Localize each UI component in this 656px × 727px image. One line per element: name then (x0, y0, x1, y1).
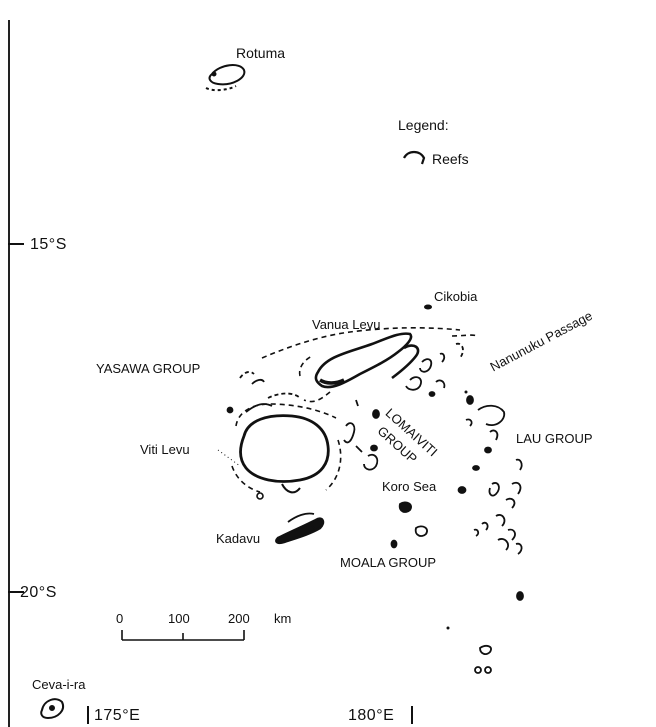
northern-lau-islands (406, 344, 463, 396)
scale-tick-200: 200 (228, 611, 250, 626)
islet (257, 493, 263, 499)
cikobia-label: Cikobia (434, 289, 478, 304)
scale-tick-0: 0 (116, 611, 124, 626)
moala-group-label: MOALA GROUP (340, 555, 437, 570)
vanua-levu-label: Vanua Levu (312, 317, 381, 332)
scale-unit: km (274, 611, 292, 626)
kadavu-island (276, 513, 323, 542)
lat-15-label: 15°S (30, 236, 67, 253)
yasawa-group-label: YASAWA GROUP (96, 361, 201, 376)
lau-group-label: LAU GROUP (516, 431, 593, 446)
legend-reefs-label: Reefs (432, 151, 469, 167)
map-left-border (8, 20, 10, 727)
vanua-levu-island (316, 334, 418, 387)
viti-levu-leader (218, 450, 240, 466)
yasawa-group-islands (228, 372, 301, 413)
ceva-i-ra-label: Ceva-i-ra (32, 677, 86, 692)
viti-levu-label: Viti Levu (140, 442, 190, 457)
ceva-i-ra-island (41, 699, 63, 718)
rotuma-island (206, 65, 244, 90)
rotuma-label: Rotuma (236, 45, 286, 61)
lon-175-label: 175°E (94, 707, 141, 724)
reef-legend-icon (404, 152, 424, 164)
lomaiviti-group-islands (344, 400, 379, 470)
scale-tick-100: 100 (168, 611, 190, 626)
viti-levu-island (241, 416, 329, 493)
moala-group-islands (392, 502, 428, 547)
koro-sea-label: Koro Sea (382, 479, 437, 494)
viti-levu-reefs (232, 404, 341, 492)
lat-20-label: 20°S (20, 584, 57, 601)
scale-bar (122, 630, 244, 640)
kadavu-label: Kadavu (216, 531, 261, 546)
legend-title: Legend: (398, 117, 449, 133)
cikobia-island (424, 304, 432, 310)
lon-180-label: 180°E (348, 707, 395, 724)
vanua-levu-reefs (262, 328, 478, 402)
lau-group-islands (459, 396, 524, 673)
scattered-islets (446, 390, 468, 630)
